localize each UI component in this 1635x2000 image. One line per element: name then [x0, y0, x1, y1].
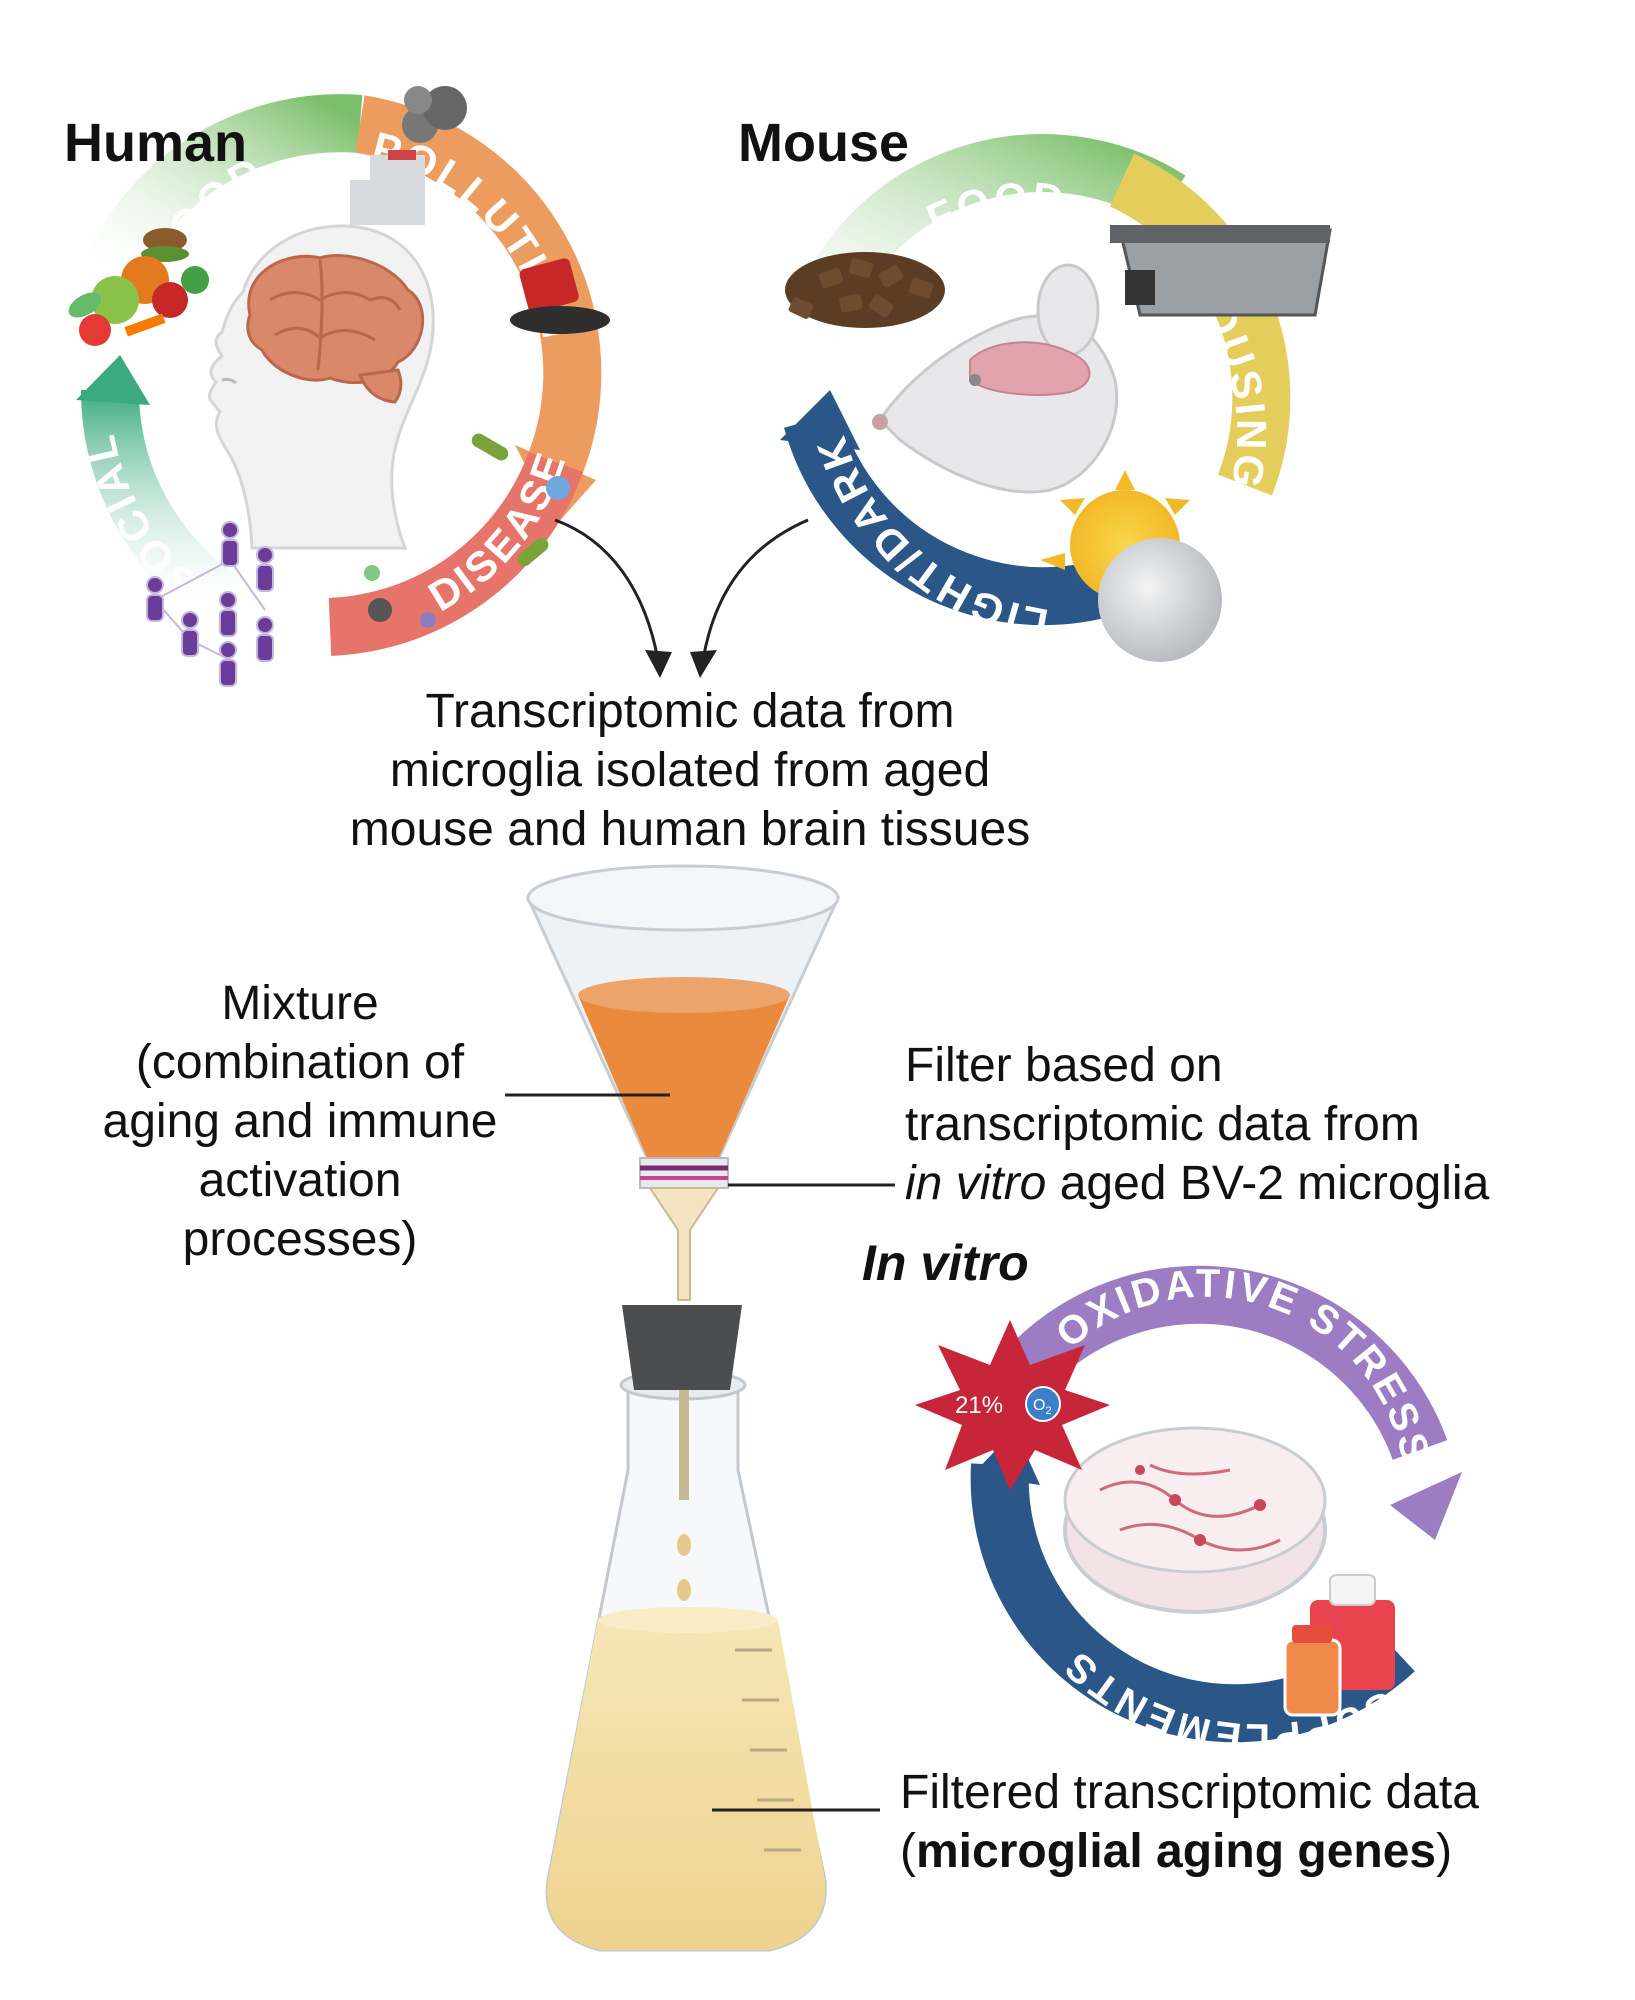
- oxygen-molecule-icon: [1025, 1386, 1061, 1422]
- source-caption: Transcriptomic data from microglia isola…: [290, 682, 1090, 859]
- filter-caption-line3-rest: aged BV-2 microglia: [1046, 1157, 1490, 1210]
- filter-caption-in-vitro: in vitro: [905, 1157, 1047, 1210]
- oxygen-symbol: O: [1033, 1397, 1045, 1414]
- filter-funnel: [525, 864, 841, 1301]
- human-heading: Human: [64, 113, 248, 173]
- mixture-caption-line2: (combination of: [135, 1036, 465, 1089]
- mouse-heading: Mouse: [738, 113, 910, 173]
- mouse-light-dark-arrowhead: [780, 390, 860, 450]
- food-pellets-icon: [785, 252, 945, 328]
- funnel-mixture-liquid: [578, 995, 790, 1160]
- mixture-caption-line4: activation: [198, 1154, 402, 1207]
- result-caption-line1: Filtered transcriptomic data: [900, 1766, 1479, 1819]
- human-diseases-arc: [328, 451, 584, 656]
- filter-caption-line2: transcriptomic data from: [905, 1098, 1420, 1151]
- source-caption-line1: Transcriptomic data from: [425, 685, 955, 738]
- oxidative-stress-arrowhead: [1390, 1472, 1462, 1540]
- result-caption-open-paren: (: [900, 1825, 916, 1878]
- oxygen-percent-label: 21%: [955, 1392, 1003, 1419]
- filter-ring: [639, 1157, 729, 1189]
- oil-barrel-icon: [510, 258, 610, 334]
- mixture-caption-line1: Mixture: [221, 977, 379, 1030]
- source-caption-line3: mouse and human brain tissues: [349, 803, 1031, 856]
- human-social-arc: [80, 389, 246, 630]
- oxidative-stress-arc: [986, 1265, 1448, 1461]
- bacteria-icon: [364, 433, 570, 628]
- mouse-cycle: FOOD HOUSING LIGHT/DARK: [780, 134, 1332, 662]
- human-social-arrowhead: [76, 355, 150, 405]
- result-caption-bold: microglial aging genes: [915, 1825, 1437, 1878]
- factory-icon: [350, 86, 467, 225]
- result-caption-close-paren: ): [1436, 1825, 1453, 1878]
- svg-text:O2: O2: [1033, 1397, 1052, 1417]
- result-caption: Filtered transcriptomic data (microglial…: [900, 1763, 1600, 1881]
- rubber-stopper: [622, 1305, 742, 1390]
- leader-lines: [505, 1093, 895, 1812]
- human-to-data-arrow: [554, 518, 660, 661]
- mixture-caption-line5: processes): [182, 1213, 418, 1266]
- erlenmeyer-flask: [545, 1305, 827, 1952]
- drop-1: [677, 1534, 691, 1556]
- vegetables-icon: [68, 228, 209, 346]
- mixture-caption: Mixture (combination of aging and immune…: [60, 974, 540, 1269]
- moon-icon: [1098, 538, 1222, 662]
- mouse-to-data-arrow: [701, 518, 809, 661]
- in-vitro-cycle: OXIDATIVE STRESS SUPPLEMENTS 21%: [915, 1262, 1462, 1759]
- mouse-head-icon: [872, 263, 1119, 494]
- filter-caption-line1: Filter based on: [905, 1039, 1223, 1092]
- human-brain-icon: [246, 254, 425, 404]
- culture-flasks-icon: [1283, 1574, 1395, 1717]
- petri-dish-icon: [1063, 1426, 1327, 1614]
- cage-icon: [1110, 225, 1332, 317]
- converging-arrows: [554, 518, 809, 678]
- filter-caption-line3: in vitro aged BV-2 microglia: [905, 1154, 1605, 1213]
- drop-2: [677, 1579, 691, 1601]
- human-food-arc: [83, 94, 363, 285]
- oxygen-burst-icon: 21% O2: [915, 1320, 1110, 1490]
- source-caption-line2: microglia isolated from aged: [389, 744, 991, 797]
- result-caption-line2: (microglial aging genes): [900, 1822, 1600, 1881]
- flask-liquid: [547, 1620, 826, 1950]
- oxygen-subscript: 2: [1045, 1405, 1051, 1417]
- social-network-icon: [146, 521, 274, 687]
- in-vitro-heading: In vitro: [862, 1235, 1029, 1291]
- filter-caption: Filter based on transcriptomic data from…: [905, 1036, 1605, 1213]
- mixture-caption-line3: aging and immune: [102, 1095, 498, 1148]
